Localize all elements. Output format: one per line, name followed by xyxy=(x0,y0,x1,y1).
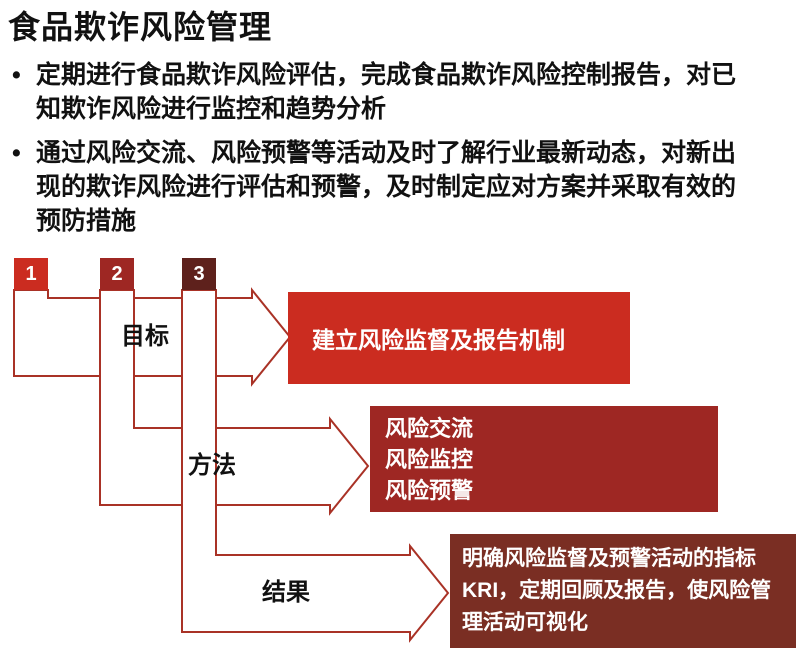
goal-label: 目标 xyxy=(121,323,169,350)
step-1-tab: 1 xyxy=(14,258,48,290)
result-arrow xyxy=(181,289,450,643)
bullet-item-1: 定期进行食品欺诈风险评估，完成食品欺诈风险控制报告，对已知欺诈风险进行监控和趋势… xyxy=(10,58,758,126)
method-box-line-2: 风险监控 xyxy=(385,446,474,472)
goal-box: 建立风险监督及报告机制 xyxy=(288,292,630,384)
step-2-number: 2 xyxy=(111,262,123,285)
process-diagram: 1 2 3 目标 方法 结果 建立风险监督及报告机制 风险交流 风险监控 风险预… xyxy=(0,250,800,650)
method-label: 方法 xyxy=(188,452,236,479)
result-label: 结果 xyxy=(262,579,310,606)
bullet-item-2: 通过风险交流、风险预警等活动及时了解行业最新动态，对新出现的欺诈风险进行评估和预… xyxy=(10,136,758,238)
method-box-line-3: 风险预警 xyxy=(385,477,474,503)
method-box: 风险交流 风险监控 风险预警 xyxy=(370,406,718,512)
step-2-tab: 2 xyxy=(100,258,134,290)
result-box-text: 明确风险监督及预警活动的指标KRI，定期回顾及报告，使风险管理活动可视化 xyxy=(462,547,772,634)
step-3-number: 3 xyxy=(193,262,205,285)
step-3-tab: 3 xyxy=(182,258,216,290)
bullet-list: 定期进行食品欺诈风险评估，完成食品欺诈风险控制报告，对已知欺诈风险进行监控和趋势… xyxy=(10,58,758,248)
result-box: 明确风险监督及预警活动的指标KRI，定期回顾及报告，使风险管理活动可视化 xyxy=(450,534,796,648)
step-1-number: 1 xyxy=(25,262,37,285)
connector-arrows xyxy=(13,287,450,643)
page-title: 食品欺诈风险管理 xyxy=(8,9,273,45)
goal-box-text: 建立风险监督及报告机制 xyxy=(312,327,565,353)
method-box-line-1: 风险交流 xyxy=(385,415,474,441)
